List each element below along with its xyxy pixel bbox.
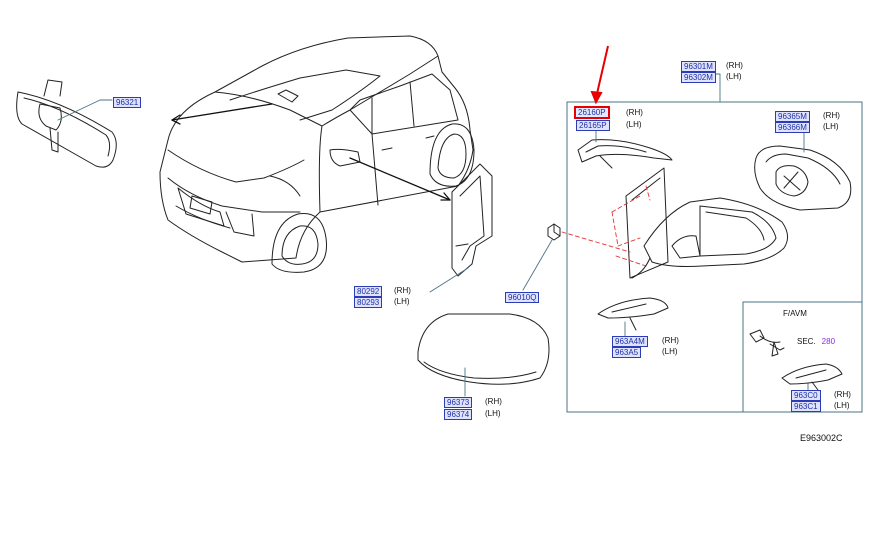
vehicle-drawing	[159, 35, 475, 273]
avm-subframe	[742, 301, 863, 413]
leader-lines	[57, 73, 809, 397]
inner-mirror-drawing	[16, 79, 117, 168]
part-code-finisher-rh[interactable]: 80292	[354, 286, 383, 297]
turn-lamp-drawing	[577, 139, 673, 169]
part-code-camera-lh[interactable]: 963C1	[791, 401, 821, 412]
part-code-cover-rh[interactable]: 96373	[444, 397, 473, 408]
side-label-rh: (RH)	[394, 286, 411, 295]
side-label-rh: (RH)	[626, 108, 643, 117]
side-label-lh: (LH)	[834, 401, 850, 410]
part-code-base-cover-rh[interactable]: 963A4M	[612, 336, 648, 347]
part-code-camera-rh[interactable]: 963C0	[791, 390, 821, 401]
side-label-lh: (LH)	[626, 120, 642, 129]
pointer-arrows	[171, 103, 451, 201]
side-label-rh: (RH)	[834, 390, 851, 399]
actuator-plate-drawing	[625, 167, 669, 279]
nut-drawing	[547, 223, 561, 241]
section-reference: SEC. 280	[797, 337, 835, 346]
base-cover-drawing	[597, 297, 669, 331]
side-label-rh: (RH)	[662, 336, 679, 345]
part-code-nut[interactable]: 96010Q	[505, 292, 540, 303]
section-prefix: SEC.	[797, 337, 816, 346]
part-code-glass-lh[interactable]: 96366M	[775, 122, 810, 133]
part-code-base-cover-lh[interactable]: 963A5	[612, 347, 642, 358]
highlight-arrow	[590, 45, 609, 105]
side-label-rh: (RH)	[726, 61, 743, 70]
section-link-280[interactable]: 280	[821, 337, 836, 346]
figure-id: E963002C	[800, 433, 843, 443]
camera-drawing	[749, 329, 843, 391]
part-code-mirror-assy-rh[interactable]: 96301M	[681, 61, 716, 72]
part-code-cover-lh[interactable]: 96374	[444, 409, 473, 420]
avm-title: F/AVM	[783, 309, 807, 318]
part-code-finisher-lh[interactable]: 80293	[354, 297, 383, 308]
mirror-cover-drawing	[417, 313, 550, 385]
part-code-glass-rh[interactable]: 96365M	[775, 111, 810, 122]
door-finisher-drawing	[451, 163, 493, 277]
side-label-lh: (LH)	[485, 409, 501, 418]
fastener-guide-lines	[561, 185, 651, 267]
part-code-inner-mirror[interactable]: 96321	[113, 97, 142, 108]
side-label-rh: (RH)	[823, 111, 840, 120]
side-label-lh: (LH)	[726, 72, 742, 81]
mirror-assembly-frame	[566, 101, 863, 413]
part-code-turn-lamp-lh[interactable]: 26165P	[576, 120, 610, 131]
side-label-lh: (LH)	[394, 297, 410, 306]
side-label-lh: (LH)	[823, 122, 839, 131]
side-label-lh: (LH)	[662, 347, 678, 356]
part-code-turn-lamp-rh[interactable]: 26160P	[574, 106, 610, 119]
mirror-housing-drawing	[631, 197, 788, 279]
part-code-mirror-assy-lh[interactable]: 96302M	[681, 72, 716, 83]
mirror-glass-drawing	[754, 145, 852, 211]
side-label-rh: (RH)	[485, 397, 502, 406]
